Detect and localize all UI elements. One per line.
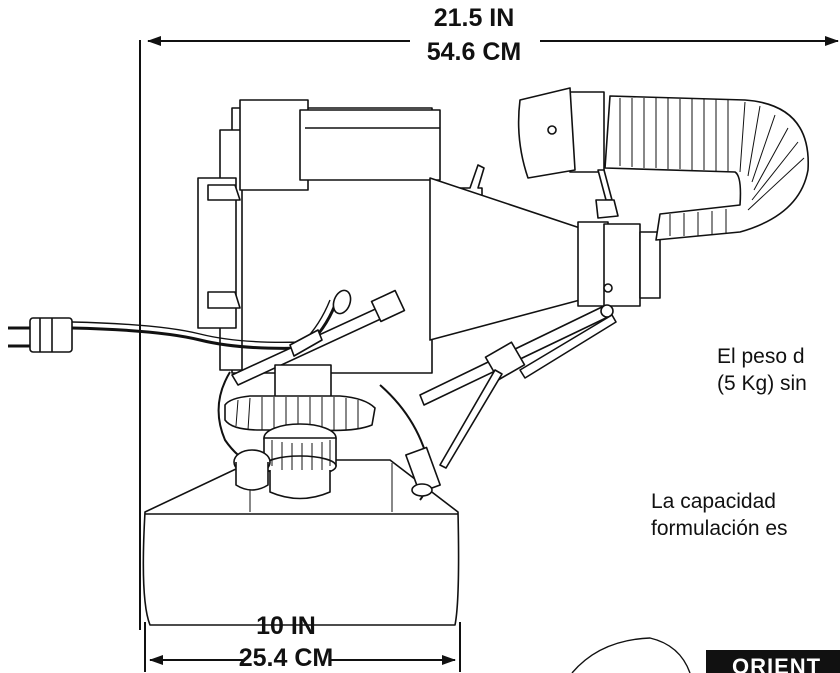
capacity-note-line1: La capacidad	[651, 490, 776, 513]
banner-label: ORIENT	[732, 654, 822, 673]
partial-outline	[571, 637, 691, 673]
hose-end-cap	[517, 87, 576, 179]
capacity-note-line2: formulación es	[651, 517, 788, 540]
nozzle-cone	[429, 177, 581, 341]
overall-width-dimension	[139, 36, 839, 630]
tank	[142, 459, 460, 626]
power-plug	[29, 317, 73, 353]
weight-note-line2: (5 Kg) sin	[717, 372, 807, 395]
base-in-label: 10 IN	[256, 612, 316, 640]
fogger-machine	[8, 87, 809, 626]
orientation-banner: ORIENT	[706, 650, 840, 673]
weight-note-line1: El peso d	[717, 345, 805, 368]
base-cm-label: 25.4 CM	[238, 644, 334, 672]
width-in-label: 21.5 IN	[433, 4, 515, 32]
width-cm-label: 54.6 CM	[426, 38, 522, 66]
base-width-dimension	[144, 622, 461, 672]
